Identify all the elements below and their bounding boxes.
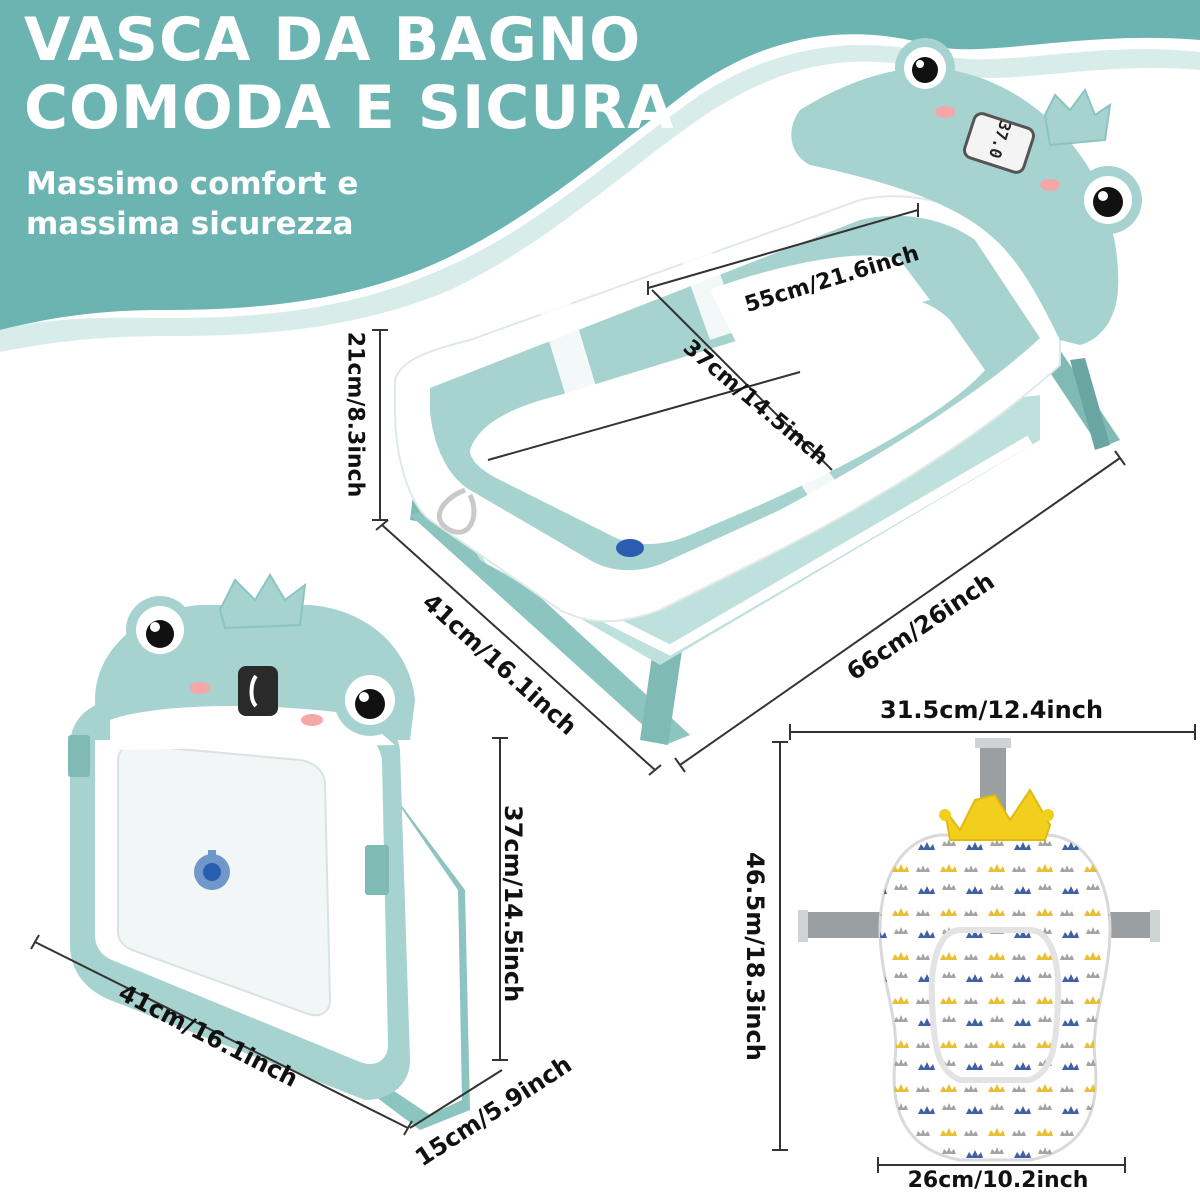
header-wave xyxy=(0,0,1200,330)
crown-icon xyxy=(944,788,1052,841)
dimension-lines xyxy=(30,203,1196,1173)
open-tub xyxy=(394,38,1142,745)
title-line-1: VASCA DA BAGNO xyxy=(24,5,642,75)
subtitle-line-2: massima sicurezza xyxy=(26,206,354,242)
bath-cushion xyxy=(798,738,1160,1162)
dim-tub-height: 21cm/8.3inch xyxy=(342,331,368,498)
dim-cushion-height: 46.5m/18.3inch xyxy=(741,852,769,1061)
thermometer-display xyxy=(962,112,1036,174)
dim-cushion-inner-width: 26cm/10.2inch xyxy=(907,1168,1089,1193)
header-wave-light xyxy=(0,44,1200,352)
drain-plug xyxy=(616,539,644,557)
page-title: VASCA DA BAGNO COMODA E SICURA xyxy=(24,6,675,142)
folded-tub xyxy=(68,573,470,1130)
dim-folded-height: 37cm/14.5inch xyxy=(499,805,527,1003)
dim-cushion-width: 31.5cm/12.4inch xyxy=(880,696,1104,724)
subtitle-line-1: Massimo comfort e xyxy=(26,166,359,202)
title-line-2: COMODA E SICURA xyxy=(24,73,675,143)
subtitle: Massimo comfort e massima sicurezza xyxy=(26,164,358,244)
